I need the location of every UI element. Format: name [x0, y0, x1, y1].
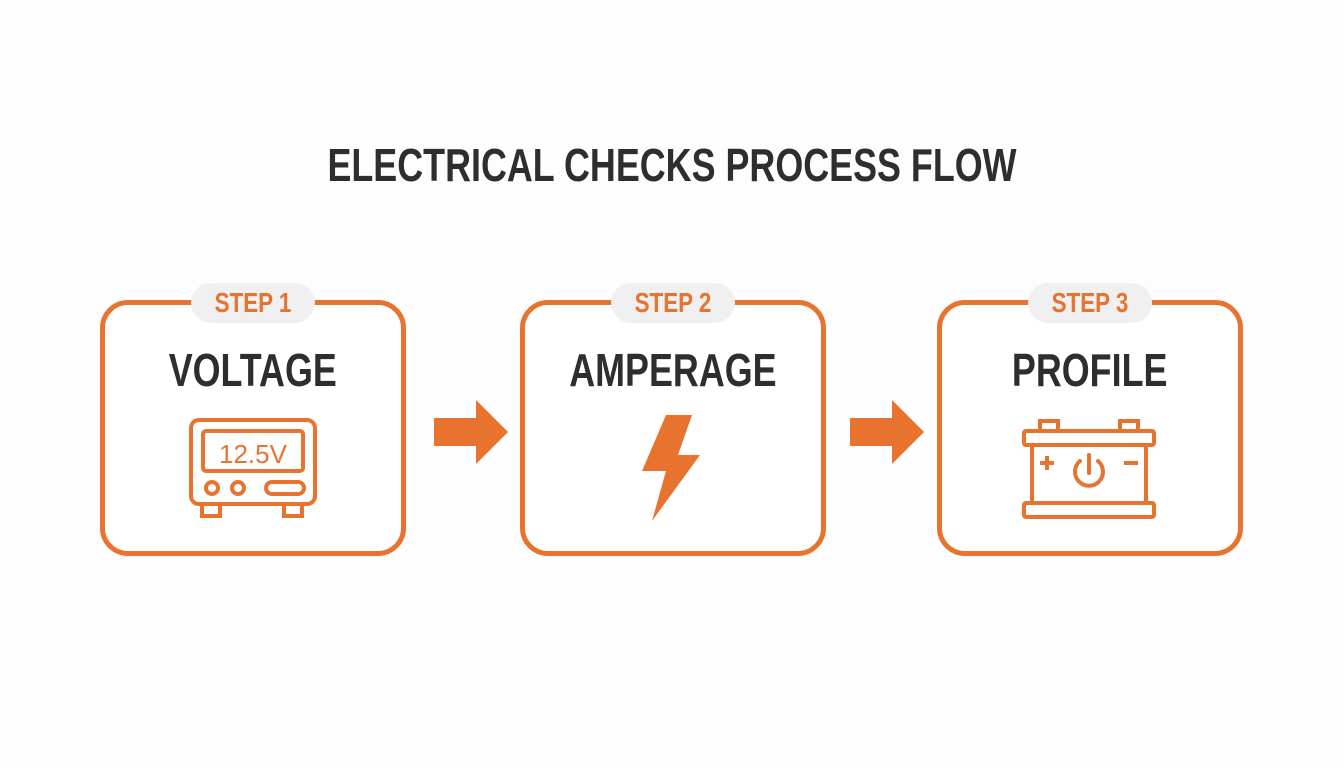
- step-title: VOLTAGE: [168, 344, 338, 396]
- step-card-voltage: STEP 1 VOLTAGE 12.5V: [100, 283, 406, 556]
- step-badge: STEP 3: [1028, 283, 1152, 323]
- voltmeter-icon: 12.5V: [189, 418, 317, 518]
- page-title: ELECTRICAL CHECKS PROCESS FLOW: [327, 139, 1017, 191]
- step-card-profile: STEP 3 PROFILE: [937, 283, 1243, 556]
- voltage-readout: 12.5V: [219, 439, 288, 469]
- step-badge: STEP 2: [611, 283, 735, 323]
- lightning-bolt-icon: [642, 415, 700, 521]
- battery-power-icon: [1022, 419, 1156, 519]
- step-title: AMPERAGE: [569, 344, 777, 396]
- step-badge: STEP 1: [191, 283, 315, 323]
- arrow-right-icon: [434, 400, 508, 464]
- step-card-amperage: STEP 2 AMPERAGE: [520, 283, 826, 556]
- step-title: PROFILE: [1012, 344, 1168, 396]
- arrow-right-icon: [850, 400, 924, 464]
